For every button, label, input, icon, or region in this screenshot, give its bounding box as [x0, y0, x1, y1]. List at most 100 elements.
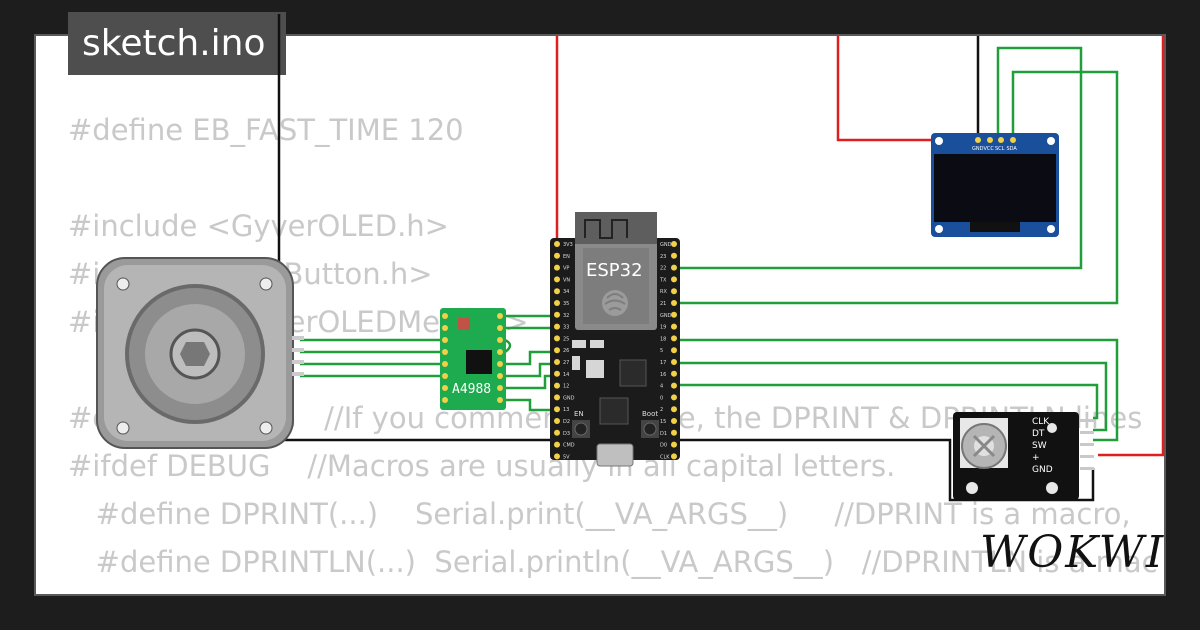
- esp32-pin-label: GND: [660, 242, 672, 248]
- boot-button-label: Boot: [642, 410, 658, 418]
- wokwi-logo: WOKWI: [980, 527, 1166, 578]
- esp32-pin-label: 16: [660, 372, 666, 378]
- esp32-pin[interactable]: [554, 323, 560, 330]
- esp32-pin-label: D0: [660, 443, 667, 449]
- esp32-pin[interactable]: [554, 241, 560, 247]
- esp32-pin-label: VP: [563, 266, 569, 272]
- rotary-encoder[interactable]: CLK DT SW + GND: [953, 412, 1094, 500]
- esp32-pin-label: 3V3: [563, 242, 573, 248]
- esp32-pin[interactable]: [671, 429, 677, 436]
- esp32-pin[interactable]: [671, 370, 677, 377]
- esp32-pin[interactable]: [554, 429, 560, 436]
- esp32-pin[interactable]: [554, 252, 560, 259]
- encoder-pin-label: DT: [1032, 429, 1045, 439]
- esp32-pin[interactable]: [554, 441, 560, 448]
- esp32-pin[interactable]: [671, 276, 677, 283]
- esp32-pin[interactable]: [671, 406, 677, 413]
- esp32-pin[interactable]: [554, 335, 560, 342]
- code-line: #define EB_FAST_TIME 120: [68, 113, 464, 147]
- esp32-pin[interactable]: [671, 441, 677, 448]
- encoder-pin-label: GND: [1032, 465, 1053, 475]
- esp32-pin-label: TX: [659, 277, 667, 283]
- esp32-pin-label: 26: [563, 348, 569, 354]
- esp32-pin-label: 23: [660, 254, 666, 260]
- esp32-pin[interactable]: [554, 264, 560, 271]
- en-button-label: EN: [574, 410, 584, 418]
- oled-pin-label: VCC: [984, 146, 995, 152]
- esp32-pin-label: 14: [563, 372, 569, 378]
- esp32-pin[interactable]: [671, 335, 677, 342]
- esp32-pin[interactable]: [671, 382, 677, 389]
- green-wires: [300, 46, 1119, 442]
- esp32-pin-label: VN: [563, 277, 570, 283]
- esp32-pin-label: 17: [660, 360, 666, 366]
- code-line: #define DPRINT(...) Serial.print(__VA_AR…: [68, 497, 1131, 531]
- oled-pin-label: SDA: [1007, 146, 1018, 152]
- esp32-pin-label: 13: [563, 407, 569, 413]
- esp32-pin-label: 2: [660, 407, 663, 413]
- esp32-pin-label: 22: [660, 266, 666, 272]
- code-line: #include <GyverOLED.h>: [68, 209, 449, 243]
- esp32-pin[interactable]: [671, 323, 677, 330]
- esp32-pin[interactable]: [671, 394, 677, 401]
- esp32-pin[interactable]: [554, 406, 560, 413]
- esp32-pin[interactable]: [671, 288, 677, 295]
- esp32-pin-label: 25: [563, 336, 569, 342]
- esp32-pin[interactable]: [671, 347, 677, 354]
- esp32-pin[interactable]: [554, 311, 560, 318]
- esp32-pin[interactable]: [554, 418, 560, 424]
- stepper-motor[interactable]: [96, 257, 304, 449]
- esp32-pin[interactable]: [671, 241, 677, 247]
- esp32-pin-label: 0: [660, 395, 663, 401]
- oled-pin-label: SCL: [995, 146, 1005, 152]
- oled-pin-label: GND: [972, 146, 984, 152]
- esp32-pin[interactable]: [671, 300, 677, 306]
- esp32-pin[interactable]: [554, 370, 560, 377]
- esp32-pin-label: 4: [660, 384, 663, 390]
- esp32-pin[interactable]: [554, 300, 560, 306]
- esp32-pin[interactable]: [554, 276, 560, 283]
- esp32-pin-label: 12: [563, 384, 569, 390]
- esp32-pin[interactable]: [554, 382, 560, 389]
- esp32-pin-label: D1: [660, 431, 667, 437]
- esp32-pin-label: 27: [563, 360, 569, 366]
- esp32-pin[interactable]: [671, 453, 677, 460]
- esp32-pin-label: 35: [563, 301, 569, 307]
- esp32-pin[interactable]: [671, 418, 677, 424]
- esp32-pin-label: EN: [563, 254, 570, 260]
- driver-label: A4988: [452, 382, 491, 397]
- esp32-pin-label: 34: [563, 289, 569, 295]
- esp32-pin-label: 21: [660, 301, 666, 307]
- esp32-pin-label: RX: [660, 289, 667, 295]
- esp32-pin-label: D2: [563, 419, 570, 425]
- esp32-pin[interactable]: [671, 359, 677, 365]
- esp32-pin-label: GND: [660, 313, 672, 319]
- esp32-pin[interactable]: [554, 453, 560, 460]
- esp32-pin[interactable]: [671, 311, 677, 318]
- file-tab[interactable]: sketch.ino: [68, 12, 286, 75]
- encoder-pin-label: SW: [1032, 441, 1047, 451]
- esp32-pin-label: 32: [563, 313, 569, 319]
- esp32-pin-label: 33: [563, 325, 569, 331]
- esp32-pin-label: 15: [660, 419, 666, 425]
- esp32-pin[interactable]: [671, 264, 677, 271]
- esp32-pin[interactable]: [554, 288, 560, 295]
- esp32-pin-label: CMD: [563, 443, 575, 449]
- esp32-label: ESP32: [586, 260, 643, 281]
- esp32-pin-label: 19: [660, 325, 666, 331]
- encoder-pin-label: CLK: [1032, 417, 1050, 427]
- encoder-pin-label: +: [1032, 453, 1040, 463]
- esp32-pin-label: GND: [563, 395, 575, 401]
- esp32-pin-label: D3: [563, 431, 570, 437]
- code-line: #else: [68, 586, 1158, 594]
- esp32-pin[interactable]: [554, 347, 560, 354]
- esp32-pin[interactable]: [554, 359, 560, 365]
- a4988-driver[interactable]: A4988: [440, 308, 506, 410]
- esp32-pin[interactable]: [554, 394, 560, 401]
- esp32-pin[interactable]: [671, 252, 677, 259]
- code-line: #define DPRINTLN(...) Serial.println(__V…: [68, 545, 1158, 579]
- esp32-pin-label: CLK: [660, 454, 670, 460]
